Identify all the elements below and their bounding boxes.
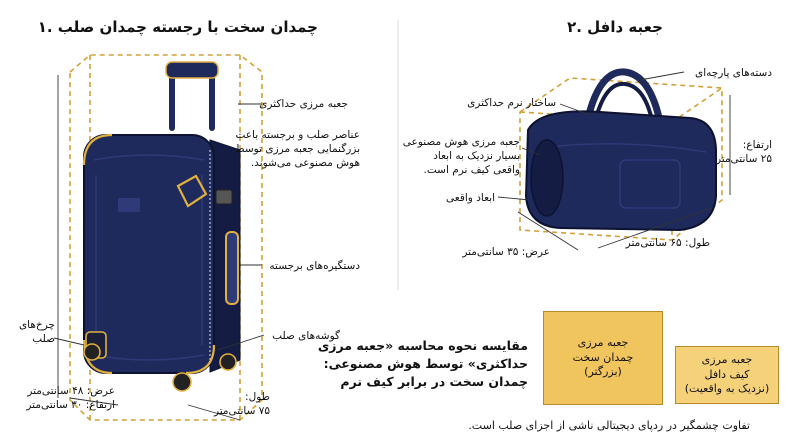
leader-lines-right [497,71,685,201]
duffel-body [524,110,717,232]
max-bbox-label: جعبه مرزی حداکثری [259,98,348,110]
trolley-grip [165,61,219,79]
suitcase-length-label: طول: ۷۵ سانتی‌متر [213,391,270,418]
left-panel-title: چمدان سخت با رجسته چمدان صلب .۱ [37,18,318,36]
suitcase-wheels [83,331,237,392]
actual-dims-label: ابعاد واقعی [446,192,495,204]
duffel-bbox-box: جعبه مرزی کیف دافل (نزدیک به واقعیت) [675,346,779,404]
duffel-handles [584,68,664,123]
duffel-end-panel [530,139,564,217]
duffel-width-label: عرض: ۳۵ سانتی‌متر [462,246,550,258]
soft-structure-label: ساختار نرم حداکثری [467,97,556,109]
footer-caption: تفاوت چشمگیر در ردپای دیجیتالی ناشی از ا… [468,419,750,432]
protruding-handles-label: دستگیره‌های برجسته [269,260,360,272]
comparison-text: مقایسه نحوه محاسبه «جعبه مرزی حداکثری» ت… [317,338,528,390]
rigid-corners-label: گوشه‌های صلب [272,330,340,342]
duffel-pocket [619,159,681,209]
tag-slot [118,198,140,212]
duffel-length-label: طول: ۶۵ سانتی‌متر [625,237,710,249]
suitcase-width-height-label: عرض: ۴۸ سانتی‌متر ارتفاع: ۳۰ سانتی‌متر [26,385,115,412]
dimension-arrows-right [517,95,731,251]
rigid-elements-note: عناصر صلب و برجسته باعث بزرگنمایی جعبه م… [234,129,360,170]
rigid-wheels-label: چرخ‌های صلب [18,319,55,346]
ai-bbox-note: جعبه مرزی هوش مصنوعی بسیار نزدیک به ابعا… [402,136,520,177]
hard-suitcase-bbox-box: جعبه مرزی چمدان سخت (بزرگتر) [543,311,663,405]
leader-lines-left [53,103,265,351]
side-handle [225,231,239,305]
right-panel-title: جعبه دافل .۲ [567,18,663,36]
duffel-height-label: ارتفاع: ۲۵ سانتی‌متر [715,139,772,166]
dimension-arrows-left [57,75,241,421]
lock-icon [215,189,233,205]
fabric-handles-label: دسته‌های پارچه‌ای [694,67,772,79]
rigid-corners [82,133,216,375]
trolley-handle [167,67,217,131]
